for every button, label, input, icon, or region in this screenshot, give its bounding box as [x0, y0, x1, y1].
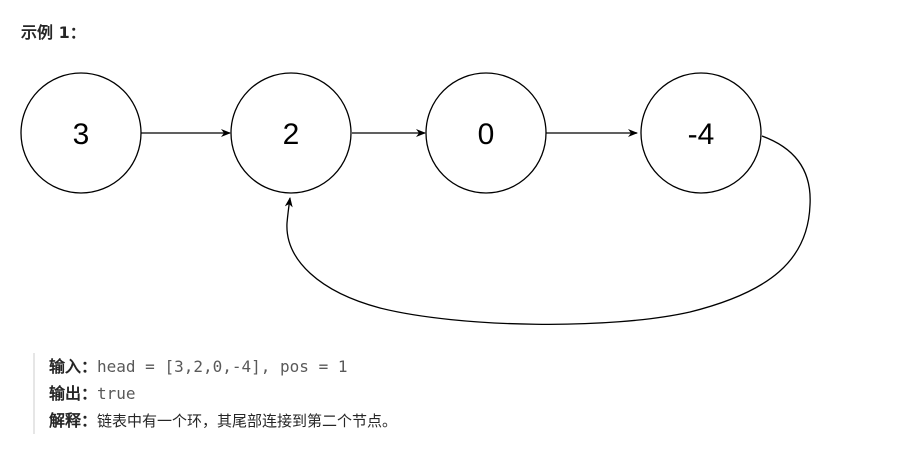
example-title: 示例 1： [21, 23, 86, 42]
output-line: 输出：true [49, 380, 909, 407]
node-circle [20, 72, 142, 194]
edge-neg4-to-2-cycle [284, 135, 811, 325]
list-node: 3 [20, 72, 142, 194]
node-value: -4 [688, 118, 715, 151]
list-node: 0 [425, 72, 547, 194]
input-line: 输入：head = [3,2,0,-4], pos = 1 [49, 353, 909, 380]
node-value: 3 [73, 118, 90, 151]
node-value: 2 [283, 118, 300, 151]
output-label: 输出： [49, 384, 98, 403]
input-label: 输入： [49, 357, 98, 376]
list-node: 2 [230, 72, 352, 194]
explanation-value: 链表中有一个环，其尾部连接到第二个节点。 [97, 412, 398, 430]
output-value: true [97, 384, 136, 403]
list-node: -4 [640, 72, 762, 194]
explanation-line: 解释：链表中有一个环，其尾部连接到第二个节点。 [49, 407, 909, 434]
node-circle [425, 72, 547, 194]
input-value: head = [3,2,0,-4], pos = 1 [97, 357, 348, 376]
example-io-block: 输入：head = [3,2,0,-4], pos = 1 输出：true 解释… [33, 353, 909, 434]
linked-list-diagram: 3 2 0 -4 [20, 72, 811, 325]
explanation-label: 解释： [49, 411, 98, 430]
node-circle [230, 72, 352, 194]
node-value: 0 [478, 118, 495, 151]
node-circle [640, 72, 762, 194]
